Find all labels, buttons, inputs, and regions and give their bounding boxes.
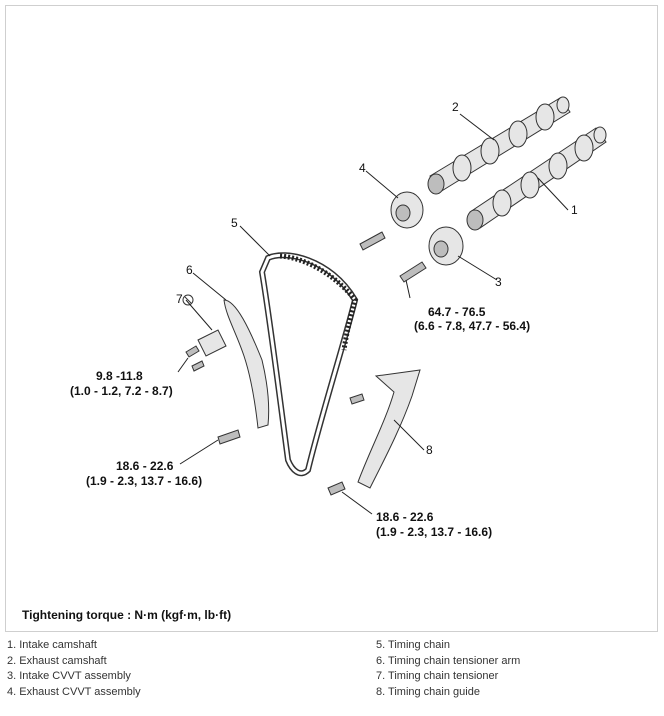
- torque-cam-sprocket-alt: (6.6 - 7.8, 47.7 - 56.4): [414, 319, 530, 333]
- legend-item: 1. Intake camshaft: [7, 639, 97, 651]
- legend-item: 5. Timing chain: [376, 639, 450, 651]
- torque-tensioner-alt: (1.0 - 1.2, 7.2 - 8.7): [70, 384, 173, 398]
- callout-1: 1: [571, 203, 578, 217]
- exhaust-cvvt-assembly: [390, 191, 424, 229]
- guide-bolt: [349, 393, 365, 405]
- legend-item: 8. Timing chain guide: [376, 685, 480, 698]
- torque-tensioner-nm: 9.8 -11.8: [96, 369, 143, 383]
- tensioner-bolt: [185, 345, 200, 358]
- cam-sprocket-bolt: [359, 231, 386, 251]
- callout-3: 3: [495, 275, 502, 289]
- cam-sprocket-bolt: [399, 261, 427, 283]
- legend-item: 4. Exhaust CVVT assembly: [7, 685, 141, 698]
- timing-chain-diagram: 1 2 3 4 5 6 7 8 64.7 - 76.5 (6.6 - 7.8, …: [70, 96, 607, 539]
- tensioner-bolt: [191, 360, 205, 372]
- timing-chain: [258, 252, 359, 477]
- legend-item: 7. Timing chain tensioner: [376, 670, 499, 683]
- torque-units-caption: Tightening torque : N·m (kgf·m, lb·ft): [22, 608, 232, 622]
- callout-6: 6: [186, 263, 193, 277]
- legend-item: 3. Intake CVVT assembly: [7, 670, 131, 683]
- callout-7: 7: [176, 292, 183, 306]
- legend-item: 2. Exhaust camshaft: [7, 654, 107, 667]
- guide-bolt: [327, 481, 346, 496]
- callout-4: 4: [359, 161, 366, 175]
- torque-tensioner-arm-alt: (1.9 - 2.3, 13.7 - 16.6): [86, 474, 202, 488]
- timing-chain-tensioner: [182, 294, 227, 357]
- tensioner-arm-bolt: [217, 429, 241, 445]
- exhaust-camshaft: [427, 96, 571, 195]
- torque-chain-guide-nm: 18.6 - 22.6: [376, 510, 434, 524]
- torque-chain-guide-alt: (1.9 - 2.3, 13.7 - 16.6): [376, 525, 492, 539]
- timing-chain-guide: [357, 369, 421, 489]
- torque-tensioner-arm-nm: 18.6 - 22.6: [116, 459, 174, 473]
- callout-8: 8: [426, 443, 433, 457]
- torque-cam-sprocket-nm: 64.7 - 76.5: [428, 305, 486, 319]
- timing-chain-tensioner-arm: [223, 299, 270, 429]
- leader-lines: [177, 113, 569, 515]
- callout-5: 5: [231, 216, 238, 230]
- intake-cvvt-assembly: [428, 226, 464, 266]
- legend-item: 6. Timing chain tensioner arm: [376, 654, 521, 667]
- parts-legend-right: 5. Timing chain 6. Timing chain tensione…: [376, 638, 520, 700]
- parts-legend-left: 1. Intake camshaft 2. Exhaust camshaft 3…: [7, 638, 141, 700]
- callout-2: 2: [452, 100, 459, 114]
